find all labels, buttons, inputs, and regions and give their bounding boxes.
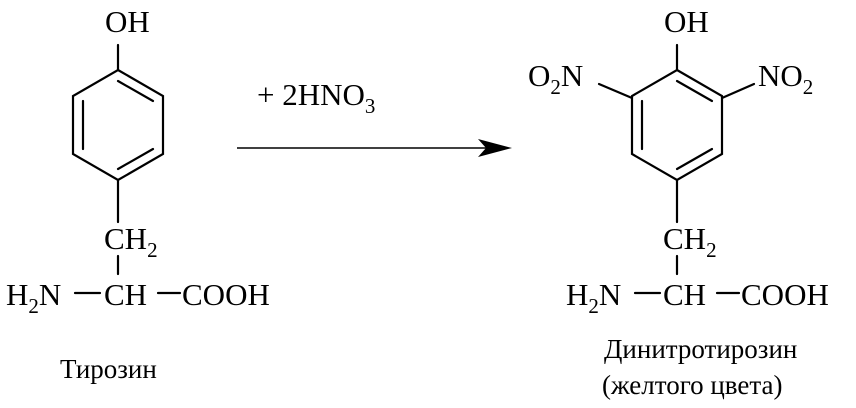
product-ch-label: CH [663,277,706,312]
product-benzene-ring [630,68,724,182]
tyrosine-oh-label: OH [105,4,150,39]
product-amine-label: H2N [566,277,621,318]
tyrosine-structure: OH CH2 H2N CH COOH [6,4,270,318]
dinitrotyrosine-structure: OH O2N NO2 CH2 H2N CH COOH [528,4,829,318]
product-no2-right-label: NO2 [758,58,813,99]
product-ring-double-bond-2 [675,147,714,171]
product-color-note: (желтого цвета) [602,370,782,400]
tyrosine-cooh-label: COOH [182,277,270,312]
product-oh-label: OH [664,4,709,39]
product-ch2-label: CH2 [663,221,717,262]
reaction-arrow-head [478,139,512,157]
product-no2-left-bond [597,82,634,100]
product-no2-left-label: O2N [528,58,583,99]
reagent-label: + 2HNO3 [257,77,375,118]
tyrosine-ch-label: CH [104,277,147,312]
tyrosine-ring-double-bond-1 [116,79,155,103]
tyrosine-benzene-ring [71,68,165,182]
tyrosine-name: Тирозин [60,354,157,384]
tyrosine-ring-double-bond-2 [116,147,155,171]
product-cooh-label: COOH [741,277,829,312]
tyrosine-amine-label: H2N [6,277,61,318]
product-name: Динитротирозин [604,334,797,364]
product-ring-double-bond-1 [675,79,714,103]
tyrosine-ch2-label: CH2 [104,221,158,262]
product-no2-right-bond [720,82,756,100]
